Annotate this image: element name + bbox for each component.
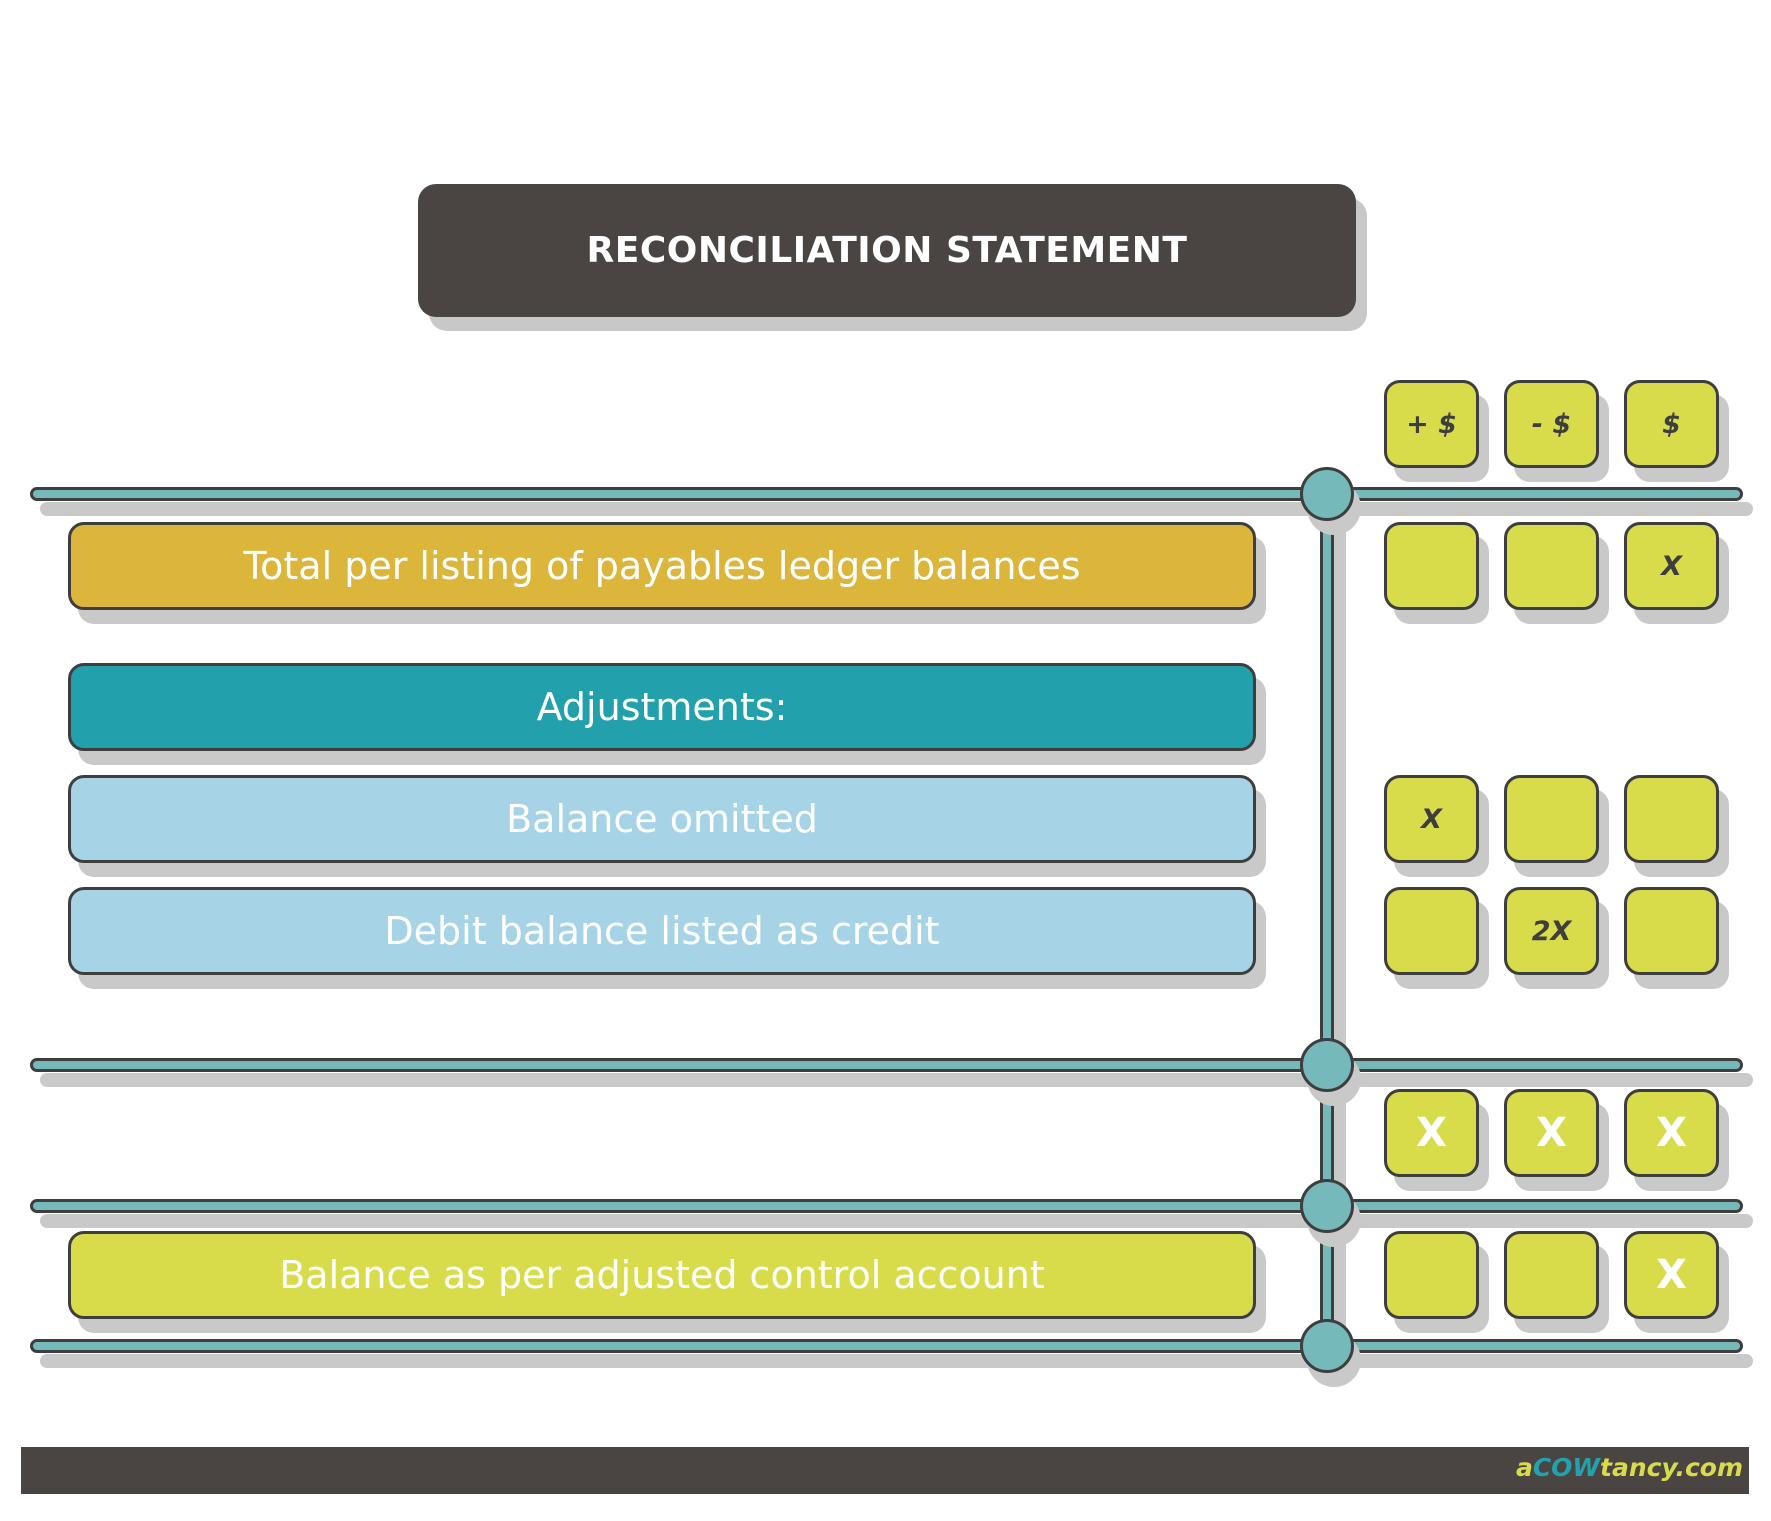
rail-node — [1300, 1038, 1354, 1092]
row-label-debit-as-credit: Debit balance listed as credit — [68, 887, 1256, 975]
footer-bar — [21, 1447, 1749, 1494]
cell-subtotal-minus: X — [1504, 1089, 1599, 1177]
column-header-plus: + $ — [1384, 380, 1479, 468]
cell-total-listing-plus — [1384, 522, 1479, 610]
brand-part-a: a — [1515, 1453, 1533, 1482]
row-label-adjustments: Adjustments: — [68, 663, 1256, 751]
divider-rail-top — [30, 487, 1743, 501]
cell-balance-omitted-minus — [1504, 775, 1599, 863]
cell-subtotal-amount: X — [1624, 1089, 1719, 1177]
column-header-minus: - $ — [1504, 380, 1599, 468]
rail-shadow — [1332, 500, 1346, 1380]
cell-adjusted-amount: X — [1624, 1231, 1719, 1319]
rail-shadow — [40, 502, 1753, 516]
cell-total-listing-minus — [1504, 522, 1599, 610]
rail-shadow — [40, 1354, 1753, 1368]
rail-shadow — [40, 1073, 1753, 1087]
brand-part-rest: tancy.com — [1600, 1453, 1743, 1482]
page-title: RECONCILIATION STATEMENT — [418, 184, 1356, 317]
brand-logo[interactable]: aCOWtancy.com — [1516, 1453, 1743, 1482]
column-header-total: $ — [1624, 380, 1719, 468]
cell-balance-omitted-plus: X — [1384, 775, 1479, 863]
cell-debit-as-credit-minus: 2X — [1504, 887, 1599, 975]
rail-node — [1300, 1319, 1354, 1373]
cell-balance-omitted-amount — [1624, 775, 1719, 863]
divider-rail-subtotal — [30, 1058, 1743, 1072]
row-label-total-listing: Total per listing of payables ledger bal… — [68, 522, 1256, 610]
rail-shadow — [40, 1214, 1753, 1228]
brand-part-cow: COW — [1532, 1453, 1601, 1482]
rail-node — [1300, 467, 1354, 521]
row-label-adjusted-control-account: Balance as per adjusted control account — [68, 1231, 1256, 1319]
cell-adjusted-plus — [1384, 1231, 1479, 1319]
rail-node — [1300, 1179, 1354, 1233]
cell-debit-as-credit-plus — [1384, 887, 1479, 975]
cell-subtotal-plus: X — [1384, 1089, 1479, 1177]
cell-total-listing-amount: X — [1624, 522, 1719, 610]
divider-rail-total — [30, 1199, 1743, 1213]
cell-debit-as-credit-amount — [1624, 887, 1719, 975]
divider-rail-bottom — [30, 1339, 1743, 1353]
row-label-balance-omitted: Balance omitted — [68, 775, 1256, 863]
cell-adjusted-minus — [1504, 1231, 1599, 1319]
